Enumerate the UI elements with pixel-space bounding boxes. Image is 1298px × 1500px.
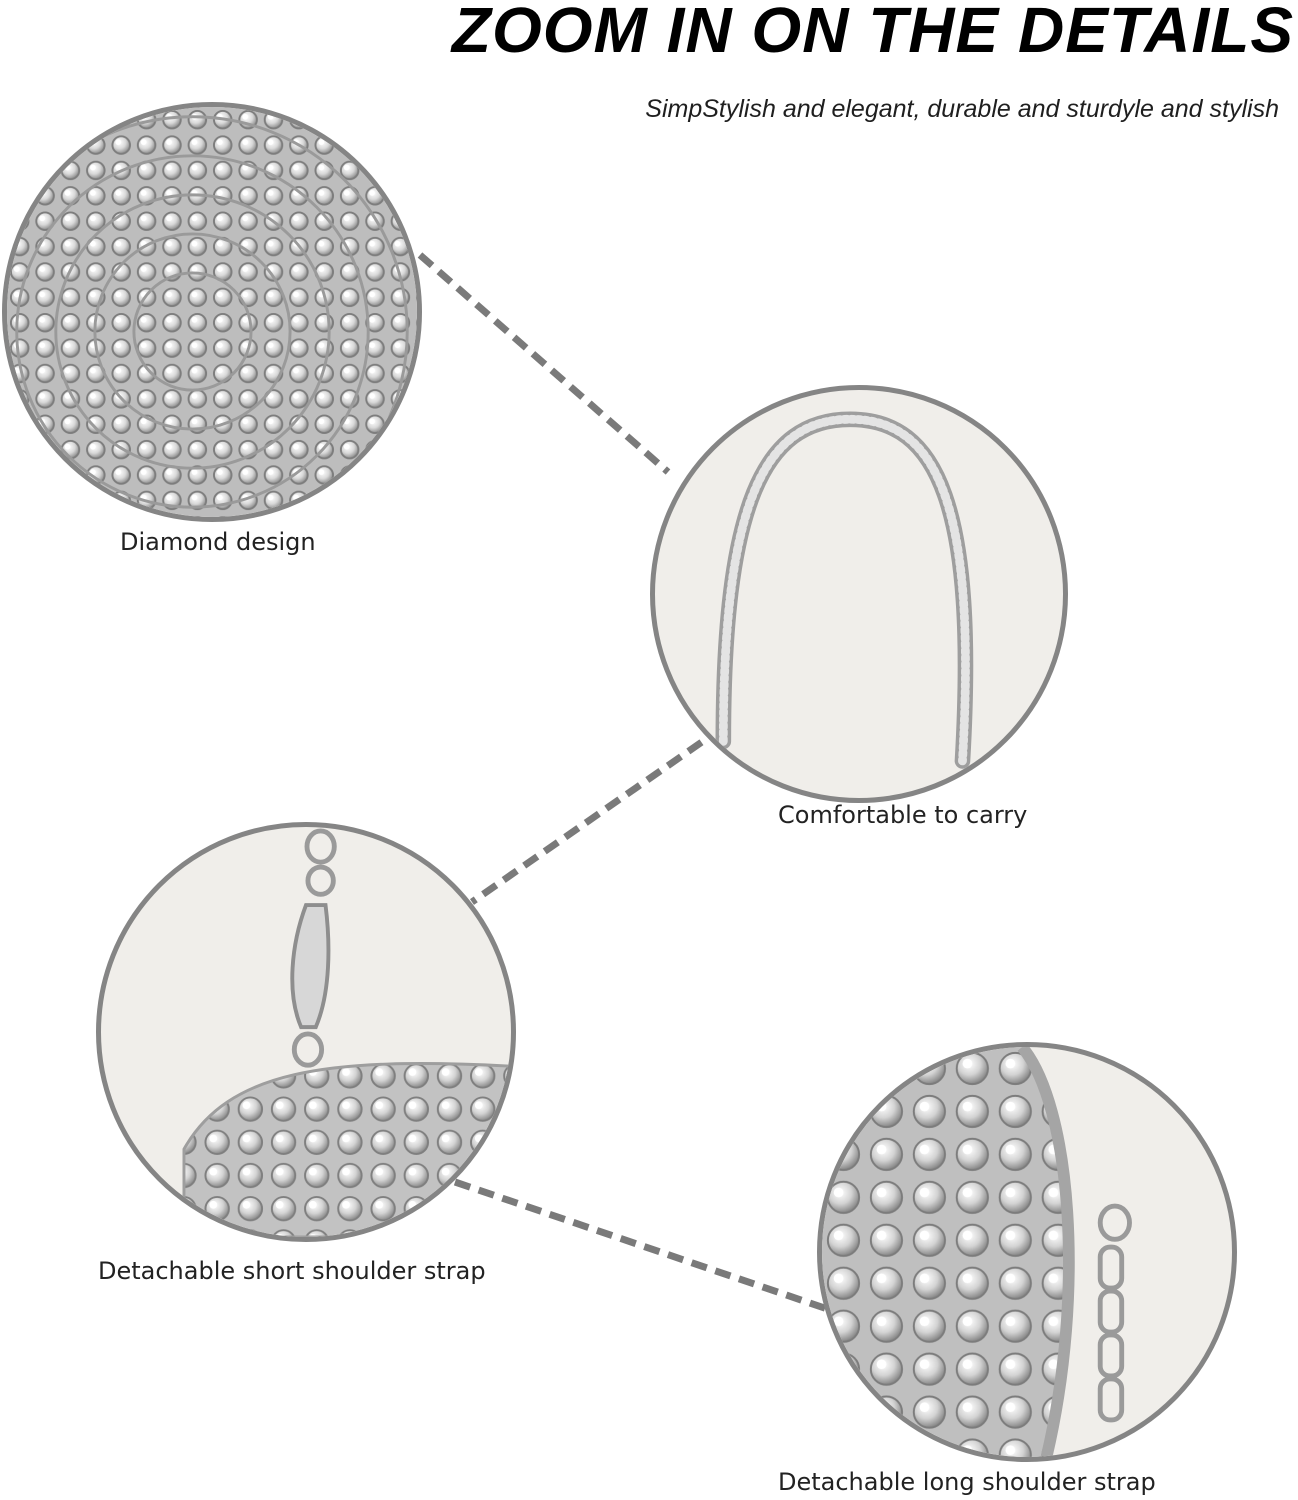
diamond-design-caption: Diamond design	[120, 528, 316, 556]
connector-line-carry-to-short-strap	[470, 725, 724, 905]
short-shoulder-strap-caption: Detachable short shoulder strap	[98, 1257, 486, 1285]
comfortable-to-carry-caption: Comfortable to carry	[778, 801, 1028, 829]
rhinestone-handle-graphic	[715, 411, 974, 769]
rhinestone-pattern-graphic	[7, 107, 417, 517]
chain-strap-graphic	[822, 1047, 1132, 1457]
connector-line-diamond-to-carry	[417, 252, 671, 475]
long-shoulder-strap-detail-image	[817, 1042, 1237, 1462]
long-shoulder-strap-caption: Detachable long shoulder strap	[778, 1468, 1156, 1496]
short-shoulder-strap-detail-image	[96, 822, 516, 1242]
diamond-design-detail-image	[2, 102, 422, 522]
carry-handle-detail-image	[650, 385, 1068, 803]
connector-line-short-to-long-strap	[453, 1178, 847, 1319]
page-title: ZOOM IN ON THE DETAILS	[451, 0, 1294, 66]
lobster-clasp-graphic	[182, 828, 511, 1237]
page-subtitle: SimpStylish and elegant, durable and stu…	[645, 95, 1279, 123]
